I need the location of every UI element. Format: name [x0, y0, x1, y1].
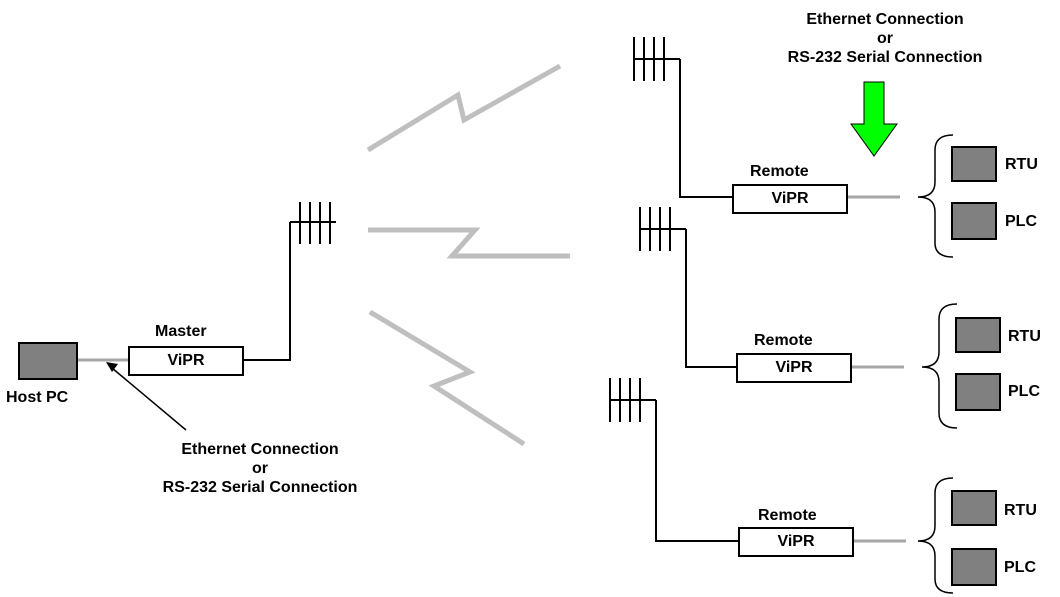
radio-link-top — [366, 63, 562, 153]
remote-1-rtu-label: RTU — [1005, 156, 1038, 173]
connection-pointer-arrow — [106, 362, 187, 431]
remote-3-brace — [917, 477, 954, 594]
remote-3-wire — [655, 400, 738, 542]
remote-connection-line1: Ethernet Connection — [806, 11, 964, 28]
remote-2-antenna-icon — [639, 207, 686, 251]
remote-3-label: Remote — [758, 507, 817, 524]
remote-1-label: Remote — [750, 163, 809, 180]
host-pc-label: Host PC — [6, 389, 69, 406]
green-down-arrow-icon — [850, 81, 898, 157]
remote-3-plc-device-icon — [951, 548, 997, 586]
remote-1-vipr-box: ViPR — [732, 184, 848, 214]
remote-3-vipr-box: ViPR — [738, 527, 854, 557]
host-connection-line3: RS-232 Serial Connection — [162, 479, 358, 496]
radio-link-middle — [368, 227, 570, 259]
remote-1-plc-label: PLC — [1005, 213, 1037, 230]
master-vipr-box: ViPR — [128, 346, 244, 376]
remote-1-brace — [917, 134, 954, 258]
remote-3-antenna-icon — [609, 378, 656, 422]
remote-2-rtu-device-icon — [955, 317, 1001, 353]
remote-1-wire — [679, 59, 732, 198]
remote-2-rtu-label: RTU — [1008, 328, 1041, 345]
remote-1-rtu-device-icon — [951, 146, 997, 182]
remote-3-rtu-device-icon — [951, 490, 997, 526]
remote-2-brace — [921, 303, 958, 429]
remote-connection-line3: RS-232 Serial Connection — [787, 49, 983, 66]
host-pc-icon — [18, 342, 78, 380]
master-label: Master — [155, 323, 207, 340]
remote-connection-line2: or — [877, 30, 893, 47]
host-connection-line2: or — [252, 460, 268, 477]
remote-1-antenna-icon — [633, 37, 680, 81]
radio-link-bottom — [368, 309, 526, 447]
remote-2-plc-device-icon — [955, 373, 1001, 411]
host-connection-line1: Ethernet Connection — [181, 441, 339, 458]
remote-2-vipr-box: ViPR — [736, 353, 852, 383]
host-connection-label: Ethernet Connection or RS-232 Serial Con… — [110, 440, 410, 497]
remote-2-wire — [685, 229, 736, 368]
remote-1-plc-device-icon — [951, 202, 997, 240]
remote-3-plc-label: PLC — [1004, 559, 1036, 576]
master-antenna-wire — [244, 222, 291, 361]
remote-2-label: Remote — [754, 332, 813, 349]
remote-connection-label: Ethernet Connection or RS-232 Serial Con… — [735, 10, 1035, 67]
remote-3-rtu-label: RTU — [1004, 502, 1037, 519]
master-antenna-icon — [290, 202, 336, 244]
remote-2-plc-label: PLC — [1008, 383, 1040, 400]
